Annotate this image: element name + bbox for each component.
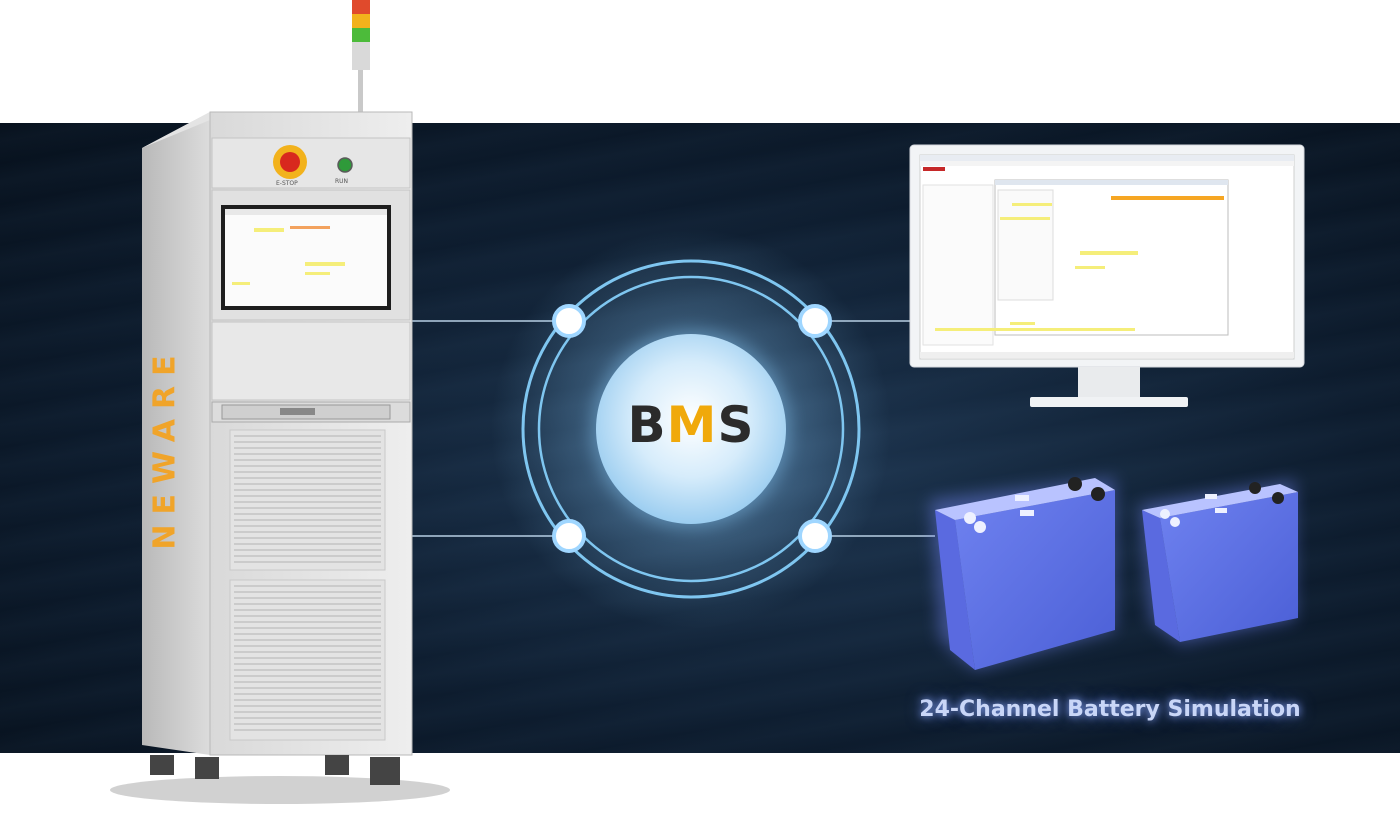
bms-label: BMS bbox=[596, 396, 786, 454]
run-indicator-icon bbox=[337, 157, 353, 173]
bms-accent: M bbox=[666, 396, 718, 454]
signal-tower-icon bbox=[352, 0, 370, 115]
battery-caption: 24-Channel Battery Simulation bbox=[919, 697, 1301, 722]
run-label: RUN bbox=[335, 178, 349, 185]
bms-core bbox=[596, 334, 786, 524]
bms-hub bbox=[491, 229, 891, 629]
battery-group bbox=[930, 477, 1298, 670]
outer-ring bbox=[521, 259, 861, 599]
battery-cell-icon bbox=[930, 477, 1115, 670]
cabinet-brand-text: NEWARE bbox=[147, 345, 183, 550]
bms-suffix: S bbox=[717, 396, 755, 454]
battery-cell-icon bbox=[1140, 480, 1298, 645]
estop-label: E-STOP bbox=[276, 180, 298, 187]
node-bottom-left bbox=[552, 519, 586, 553]
test-cabinet bbox=[110, 0, 450, 804]
monitor-icon bbox=[909, 144, 1305, 407]
vent-upper bbox=[229, 429, 386, 571]
cabinet-brand: NEWARE bbox=[147, 270, 183, 620]
vent-lower bbox=[229, 579, 386, 741]
inner-ring bbox=[537, 275, 845, 583]
estop-button-icon bbox=[273, 145, 307, 179]
bms-prefix: B bbox=[627, 396, 667, 454]
node-top-right bbox=[798, 304, 832, 338]
node-bottom-right bbox=[798, 519, 832, 553]
node-top-left bbox=[552, 304, 586, 338]
